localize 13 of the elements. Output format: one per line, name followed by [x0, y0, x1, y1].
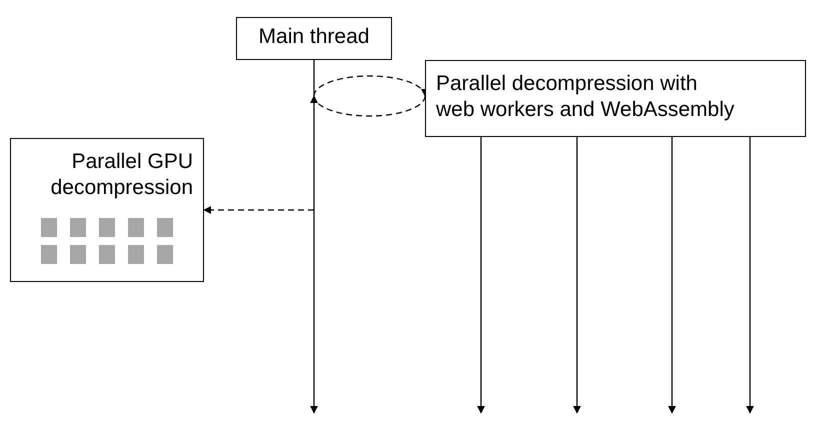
- box-label: Parallel decompression with web workers and WebAssembly: [436, 71, 736, 123]
- box-label: Main thread: [258, 24, 370, 50]
- process-box: [10, 138, 204, 282]
- curved-arrow: [311, 95, 426, 117]
- arrow: [668, 137, 676, 414]
- arrow: [746, 137, 754, 414]
- process-box: [236, 17, 392, 60]
- box-label: Parallel GPU decompression: [50, 149, 193, 201]
- arrow: [310, 60, 318, 414]
- process-box: [425, 60, 806, 137]
- arrow: [477, 137, 485, 414]
- arrow: [573, 137, 581, 414]
- arrow: [203, 206, 314, 214]
